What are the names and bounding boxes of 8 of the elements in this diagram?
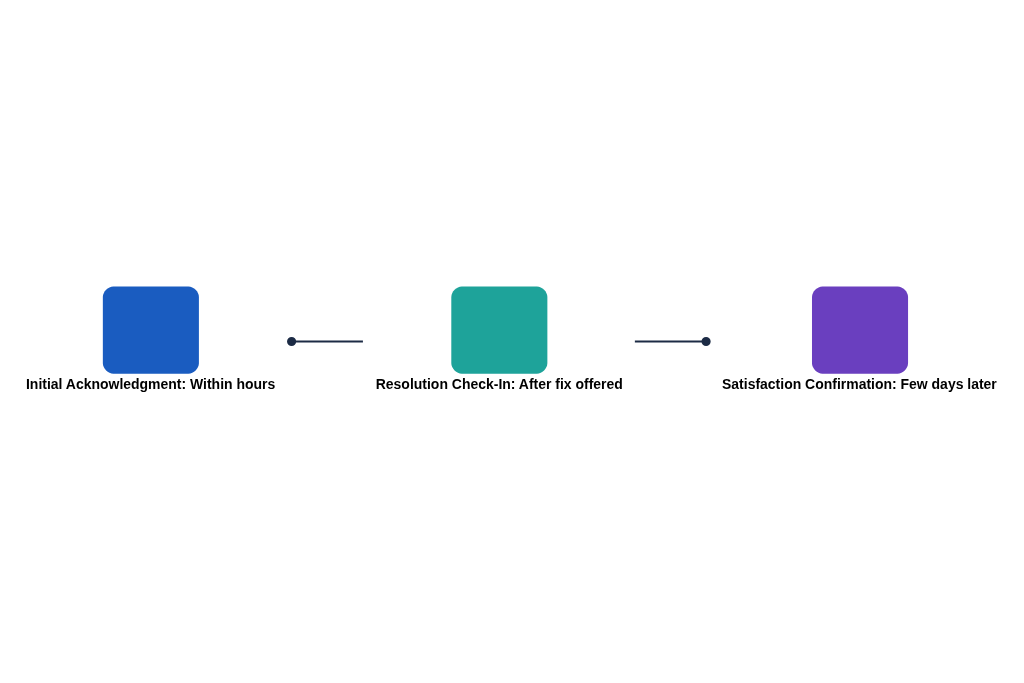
node-box xyxy=(102,286,199,374)
node-label: Initial Acknowledgment: Within hours xyxy=(25,376,276,393)
node-label: Satisfaction Confirmation: Few days later xyxy=(722,376,997,393)
connector xyxy=(634,336,711,347)
node-box xyxy=(451,286,548,374)
node-label: Resolution Check-In: After fix offered xyxy=(375,376,623,393)
node-box xyxy=(812,286,909,374)
connector xyxy=(287,336,363,347)
